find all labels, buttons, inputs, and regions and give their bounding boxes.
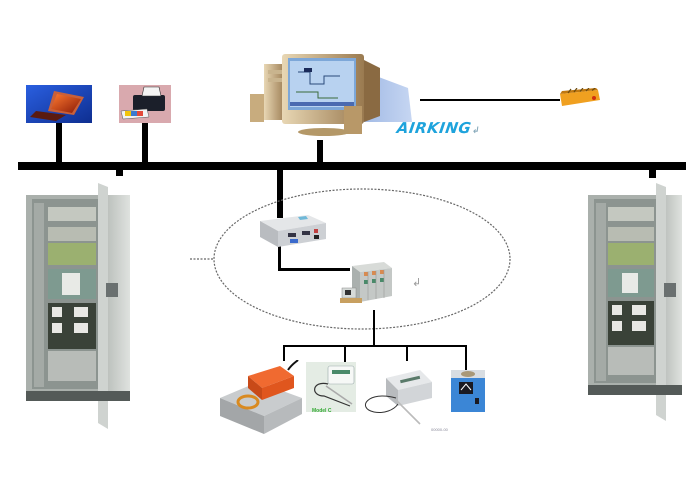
workstation-pc-icon (250, 54, 412, 136)
brand-logo: AIRKING↲ (396, 119, 482, 137)
gateway-drop (277, 168, 283, 218)
io-controller-module-icon (340, 262, 392, 303)
brand-mark: ↲ (471, 126, 481, 136)
printer-drop (142, 123, 148, 164)
workstation-drop (317, 140, 323, 164)
room-controller-drop (465, 345, 467, 371)
modem-link (420, 99, 560, 101)
actuator-drop (283, 345, 285, 361)
sensor-model-label: Model C (312, 408, 332, 414)
room-controller-icon (451, 370, 485, 412)
enter-mark: ↲ (412, 277, 422, 289)
field-bus-branch (283, 345, 466, 347)
sensor-part-label: 00000-00 (431, 427, 448, 432)
modem-icon (560, 88, 600, 106)
cabinet-left-stub (116, 168, 123, 176)
gateway-io-link-h (278, 268, 350, 271)
damper-actuator-icon (220, 360, 302, 434)
duct-temperature-sensor-icon (306, 362, 356, 412)
network-segment-boundary (190, 188, 511, 330)
cabinet-right-stub (649, 168, 656, 178)
main-bus (18, 162, 686, 170)
brand-name: AIRKING (395, 119, 473, 137)
laptop-icon (26, 85, 92, 123)
gateway-io-link-v (278, 244, 281, 270)
control-cabinet-left-icon (26, 183, 130, 429)
field-bus-trunk (373, 310, 375, 346)
pressure-sensor-drop (406, 345, 408, 361)
laptop-drop (56, 122, 62, 164)
printer-icon (119, 85, 171, 123)
pressure-sensor-icon (365, 370, 432, 425)
duct-sensor-drop (344, 345, 346, 363)
network-gateway-icon (260, 215, 326, 247)
control-cabinet-right-icon (588, 183, 682, 421)
